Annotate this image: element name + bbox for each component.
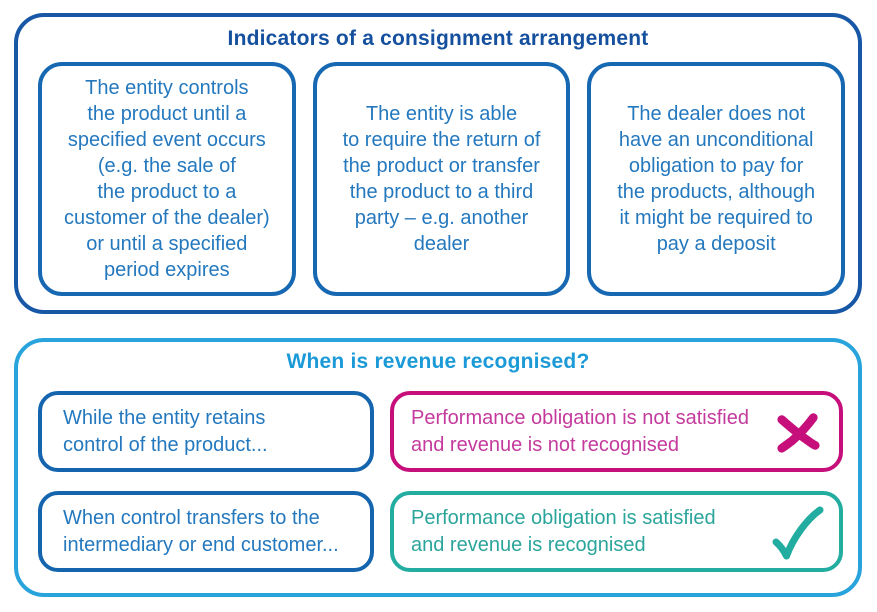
condition-text: When control transfers to the intermedia… bbox=[63, 506, 339, 556]
revenue-row-retained-control: While the entity retains control of the … bbox=[38, 391, 843, 472]
indicator-box-text: The entity is able to require the return… bbox=[342, 103, 541, 255]
indicator-box-entity-controls: The entity controls the product until a … bbox=[38, 62, 296, 296]
revenue-row-control-transfers: When control transfers to the intermedia… bbox=[38, 491, 843, 572]
revenue-rows: While the entity retains control of the … bbox=[38, 391, 843, 572]
consignment-indicators-panel: Indicators of a consignment arrangement … bbox=[14, 13, 862, 314]
revenue-recognition-panel: When is revenue recognised? While the en… bbox=[14, 338, 862, 597]
condition-box-control-transfers: When control transfers to the intermedia… bbox=[38, 491, 374, 572]
indicator-boxes-row: The entity controls the product until a … bbox=[38, 62, 846, 296]
outcome-text: Performance obligation is not satisfied … bbox=[411, 406, 749, 456]
indicator-box-no-payment-obligation: The dealer does not have an unconditiona… bbox=[587, 62, 846, 296]
indicator-box-text: The dealer does not have an unconditiona… bbox=[617, 103, 816, 255]
outcome-box-recognised: Performance obligation is satisfied and … bbox=[390, 491, 843, 572]
indicator-box-text: The entity controls the product until a … bbox=[64, 77, 270, 281]
revenue-recognition-title: When is revenue recognised? bbox=[286, 350, 590, 373]
indicator-box-return-or-transfer: The entity is able to require the return… bbox=[312, 62, 571, 296]
outcome-text: Performance obligation is satisfied and … bbox=[411, 506, 716, 556]
cross-icon bbox=[777, 412, 820, 453]
outcome-box-not-recognised: Performance obligation is not satisfied … bbox=[390, 391, 843, 472]
condition-box-retains-control: While the entity retains control of the … bbox=[38, 391, 374, 472]
consignment-indicators-title: Indicators of a consignment arrangement bbox=[227, 27, 649, 50]
check-icon bbox=[772, 506, 824, 559]
condition-text: While the entity retains control of the … bbox=[63, 406, 268, 456]
